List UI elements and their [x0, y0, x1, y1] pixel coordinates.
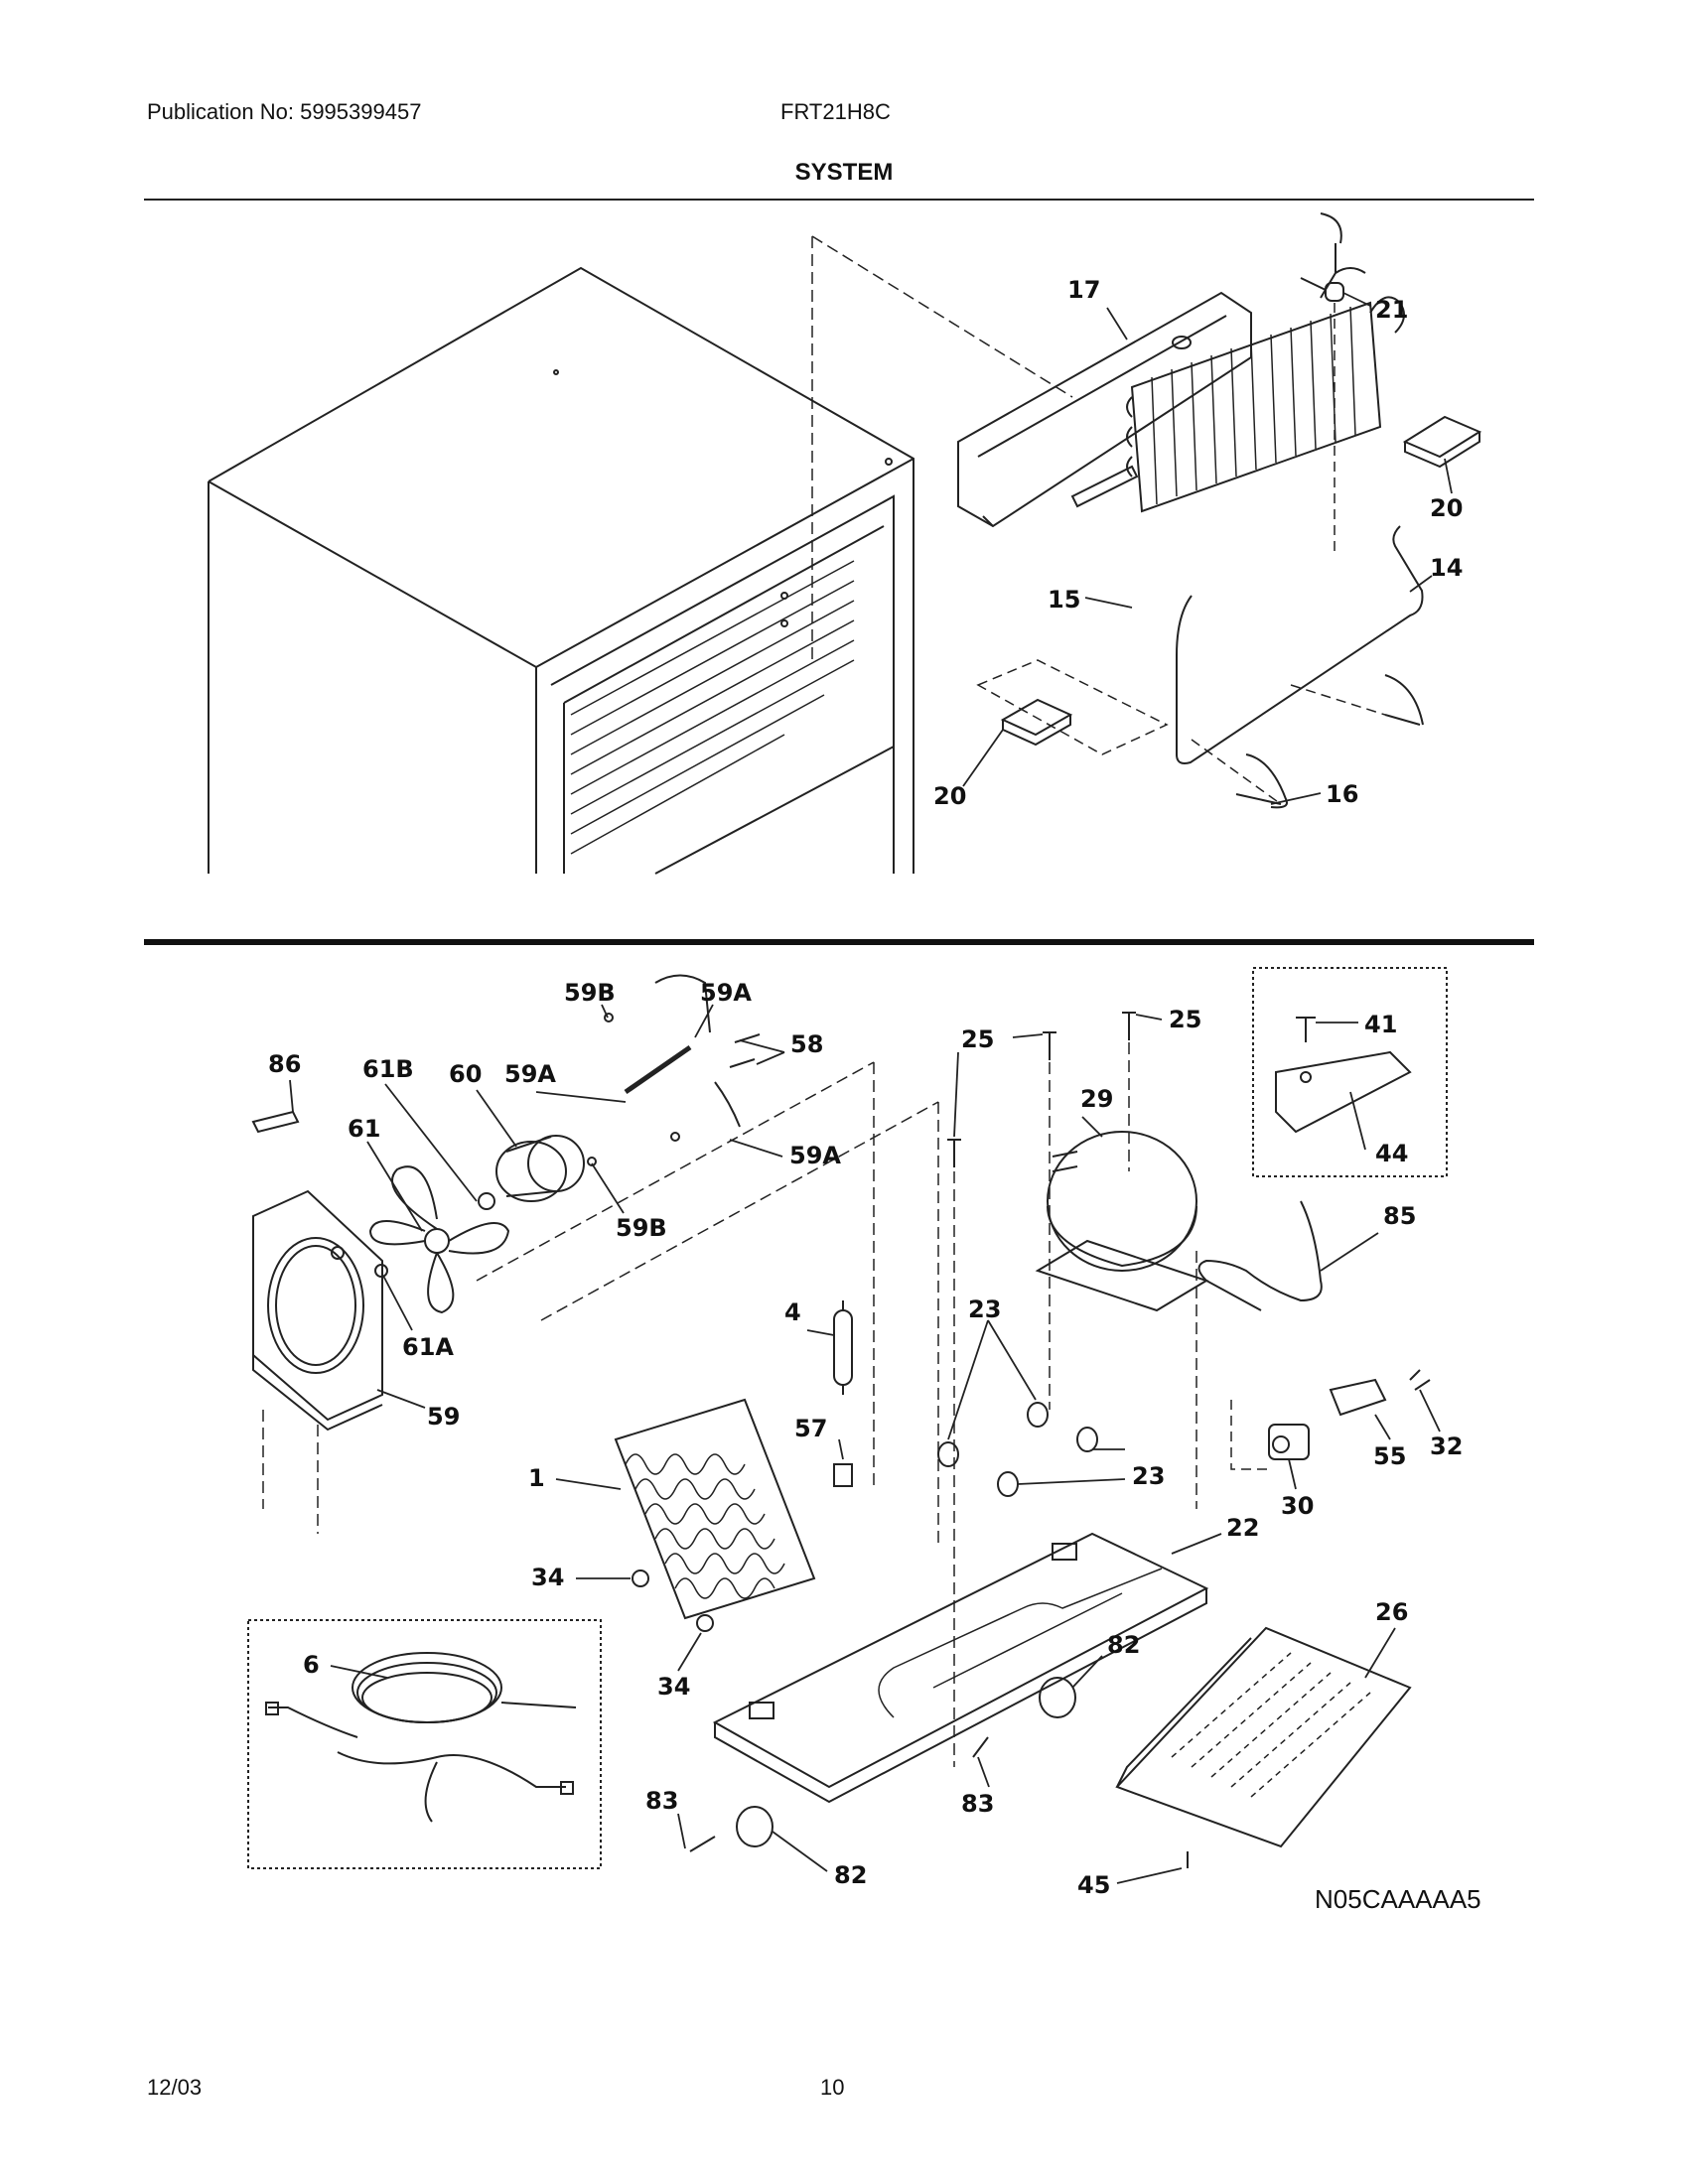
part-61a-drawing	[374, 1264, 388, 1278]
part-61-drawing	[368, 1165, 510, 1314]
label-17: 17	[1067, 276, 1100, 304]
model-number: FRT21H8C	[780, 99, 891, 124]
part-85-drawing	[1197, 1200, 1323, 1311]
label-82a: 82	[834, 1861, 867, 1889]
part-61b-drawing	[478, 1192, 495, 1210]
label-59: 59	[427, 1403, 460, 1431]
label-15: 15	[1048, 586, 1080, 614]
part-58-59a-59b-drawing	[587, 974, 761, 1166]
label-30: 30	[1281, 1492, 1314, 1520]
part-21-drawing	[1300, 277, 1344, 556]
label-61b: 61B	[362, 1055, 414, 1083]
part-17-drawing	[957, 291, 1252, 528]
part-20-left-drawing	[976, 659, 1169, 755]
label-55: 55	[1373, 1442, 1406, 1470]
part-60-drawing	[495, 1135, 585, 1202]
label-41: 41	[1364, 1011, 1397, 1038]
part-82-83-drawing	[689, 1677, 1076, 1852]
part-26-drawing	[1115, 1626, 1412, 1848]
leader-lines	[289, 292, 1453, 1884]
part-number-labels: 17 21 20 14 15 20 16 59B 59A 58 86 61B 6…	[268, 276, 1463, 1899]
label-29: 29	[1080, 1085, 1113, 1113]
cabinet-drawing	[208, 266, 914, 875]
label-44: 44	[1375, 1140, 1408, 1167]
label-82b: 82	[1107, 1631, 1140, 1659]
label-59a-mid: 59A	[504, 1060, 556, 1088]
header-rule	[144, 199, 1534, 201]
part-20-right-drawing	[1402, 415, 1482, 469]
diagram-code: N05CAAAAA5	[1315, 1884, 1481, 1914]
label-25a: 25	[961, 1025, 994, 1053]
label-23a: 23	[968, 1296, 1001, 1323]
label-23b: 23	[1132, 1462, 1165, 1490]
label-85: 85	[1383, 1202, 1416, 1230]
label-86: 86	[268, 1050, 301, 1078]
section-title: SYSTEM	[794, 159, 894, 186]
publication-number: Publication No: 5995399457	[147, 99, 422, 124]
label-59b-bottom: 59B	[616, 1214, 667, 1242]
label-6: 6	[303, 1651, 320, 1679]
part-41-44-inset	[1252, 967, 1448, 1177]
label-26: 26	[1375, 1598, 1408, 1626]
part-6-inset	[247, 1619, 602, 1869]
label-34b: 34	[657, 1673, 690, 1701]
part-4-drawing	[833, 1300, 853, 1395]
part-14-drawing	[1176, 525, 1424, 764]
label-59a-right: 59A	[789, 1142, 841, 1169]
label-60: 60	[449, 1060, 482, 1088]
label-58: 58	[790, 1030, 823, 1058]
label-20-right: 20	[1430, 494, 1463, 522]
label-45: 45	[1077, 1871, 1110, 1899]
part-34a-drawing	[632, 1570, 649, 1587]
label-25b: 25	[1169, 1006, 1201, 1033]
label-59a-top: 59A	[700, 979, 752, 1007]
label-34a: 34	[531, 1564, 564, 1591]
label-57: 57	[794, 1415, 827, 1442]
label-16: 16	[1326, 780, 1358, 808]
label-32: 32	[1430, 1433, 1463, 1460]
label-4: 4	[784, 1298, 801, 1326]
label-83a: 83	[645, 1787, 678, 1815]
label-83b: 83	[961, 1790, 994, 1818]
part-86-drawing	[251, 1110, 300, 1134]
part-29-drawing	[1035, 1131, 1209, 1312]
label-61a: 61A	[402, 1333, 454, 1361]
label-14: 14	[1430, 554, 1463, 582]
part-34b-drawing	[696, 1614, 714, 1632]
part-16-drawing	[1191, 674, 1424, 809]
part-25-drawing	[947, 1012, 1136, 1167]
part-15-drawing	[1126, 212, 1405, 513]
label-61: 61	[348, 1115, 380, 1143]
label-21: 21	[1375, 296, 1408, 324]
label-22: 22	[1226, 1514, 1259, 1542]
page-number: 10	[820, 2075, 845, 2100]
part-59-drawing	[252, 1189, 383, 1432]
label-59b-top: 59B	[564, 979, 616, 1007]
part-1-drawing	[614, 1398, 816, 1620]
label-20-left: 20	[933, 782, 966, 810]
part-22-drawing	[712, 1532, 1209, 1804]
section-divider	[144, 939, 1534, 945]
label-1: 1	[528, 1464, 545, 1492]
footer-date: 12/03	[147, 2075, 203, 2100]
part-57-drawing	[833, 1463, 853, 1487]
